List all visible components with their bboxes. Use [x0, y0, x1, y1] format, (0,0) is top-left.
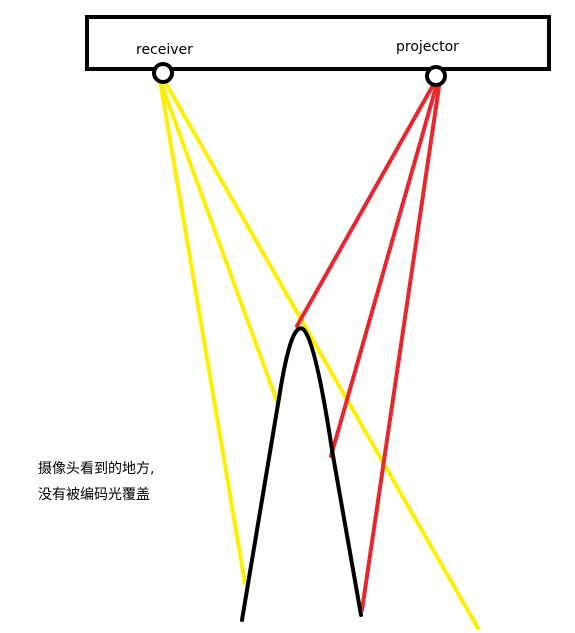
projector-lens-icon: [425, 65, 447, 87]
projector-ray-right: [360, 78, 442, 612]
annotation: 摄像头看到的地方, 没有被编码光覆盖: [38, 456, 154, 508]
device-bar: [85, 15, 551, 71]
projector-rays: [295, 78, 442, 612]
object-surface: [240, 326, 363, 622]
receiver-ray-middle: [158, 78, 280, 406]
receiver-rays: [158, 78, 480, 630]
annotation-line-1: 摄像头看到的地方,: [38, 461, 155, 477]
annotation-line-2: 没有被编码光覆盖: [38, 487, 150, 503]
receiver-ray-right: [162, 78, 480, 630]
projector-label: projector: [396, 39, 459, 55]
receiver-label: receiver: [136, 42, 193, 58]
projector-ray-middle: [329, 78, 440, 458]
projector-ray-left: [295, 78, 438, 328]
receiver-lens-icon: [152, 62, 174, 84]
receiver-ray-left: [158, 78, 247, 585]
